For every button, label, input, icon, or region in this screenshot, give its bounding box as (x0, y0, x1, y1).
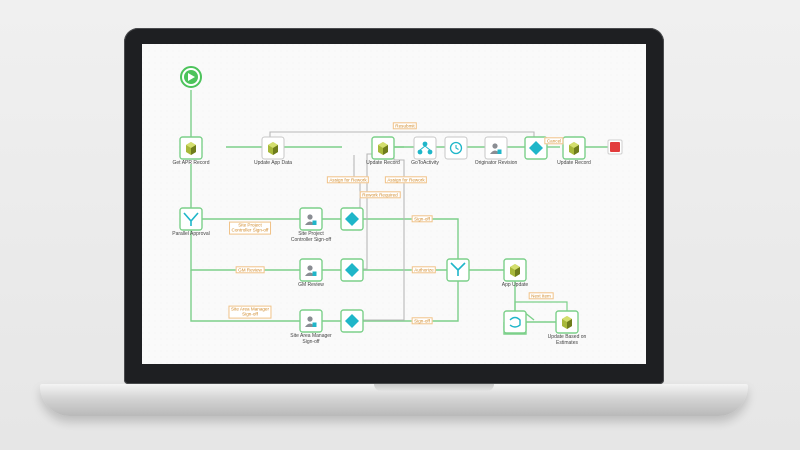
edge-label-authorize: Authorize (411, 266, 437, 274)
node-decision-1[interactable] (340, 207, 364, 231)
node-gm-review[interactable] (299, 258, 323, 282)
label-update-app-data: Update App Data (253, 160, 293, 166)
label-update-record-1: Update Record (366, 160, 400, 166)
edge-label-rework-required: Rework Required (359, 191, 401, 199)
start-event[interactable] (180, 66, 202, 88)
node-update-app-data[interactable] (261, 136, 285, 160)
edge-label-assign-for-rework-1: Assign for Rework (326, 176, 370, 184)
edge-label-signoff-2: Sign-off (411, 317, 433, 325)
label-update-record-2: Update Record (557, 160, 591, 166)
label-site-project-controller-signoff: Site Project Controller Sign-off (290, 231, 332, 243)
node-decision-top[interactable] (524, 136, 548, 160)
label-gm-review: GM Review (298, 282, 324, 288)
node-loop[interactable] (503, 310, 527, 334)
node-originator-revision[interactable] (484, 136, 508, 160)
node-update-based-on-estimates[interactable] (555, 310, 579, 334)
node-site-area-manager-signoff[interactable] (299, 309, 323, 333)
label-get-app-record: Get APR Record (172, 160, 210, 166)
workflow-canvas[interactable]: Get APR Record Update App Data Update Re… (142, 44, 646, 364)
edge-label-signoff-1: Sign-off (411, 215, 433, 223)
node-merge[interactable] (446, 258, 470, 282)
node-get-app-record[interactable] (179, 136, 203, 160)
node-app-update[interactable] (503, 258, 527, 282)
workflow-diagram (142, 44, 646, 364)
node-decision-2[interactable] (340, 258, 364, 282)
node-timer[interactable] (444, 136, 468, 160)
node-decision-3[interactable] (340, 309, 364, 333)
node-site-project-controller-signoff[interactable] (299, 207, 323, 231)
node-parallel-approval[interactable] (179, 207, 203, 231)
edge-label-cancel: Cancel (544, 137, 564, 145)
edge-label-site-area-manager: Site Area Manager Sign-off (228, 305, 272, 319)
edge-label-site-project-controller: Site Project Controller Sign-off (229, 221, 271, 235)
label-update-based-on-estimates: Update Based on Estimates (547, 334, 587, 346)
label-originator-revision: Originator Revision (474, 160, 518, 166)
edge-label-resubmit: Resubmit (392, 122, 418, 130)
label-goto-activity: GoToActivity (411, 160, 439, 166)
laptop-base (40, 384, 748, 416)
edge-label-next-item: Next Item (528, 292, 554, 300)
label-parallel-approval: Parallel Approval (172, 231, 210, 237)
label-site-area-manager-signoff: Site Area Manager Sign-off (290, 333, 332, 345)
label-app-update: App Update (501, 282, 529, 288)
node-update-record-1[interactable] (371, 136, 395, 160)
node-goto-activity[interactable] (413, 136, 437, 160)
edge-label-gm-review: GM Review (235, 266, 265, 274)
laptop-notch (374, 384, 494, 391)
end-event[interactable] (607, 139, 623, 155)
edge-label-assign-for-rework-2: Assign for Rework (384, 176, 428, 184)
node-update-record-2[interactable] (562, 136, 586, 160)
